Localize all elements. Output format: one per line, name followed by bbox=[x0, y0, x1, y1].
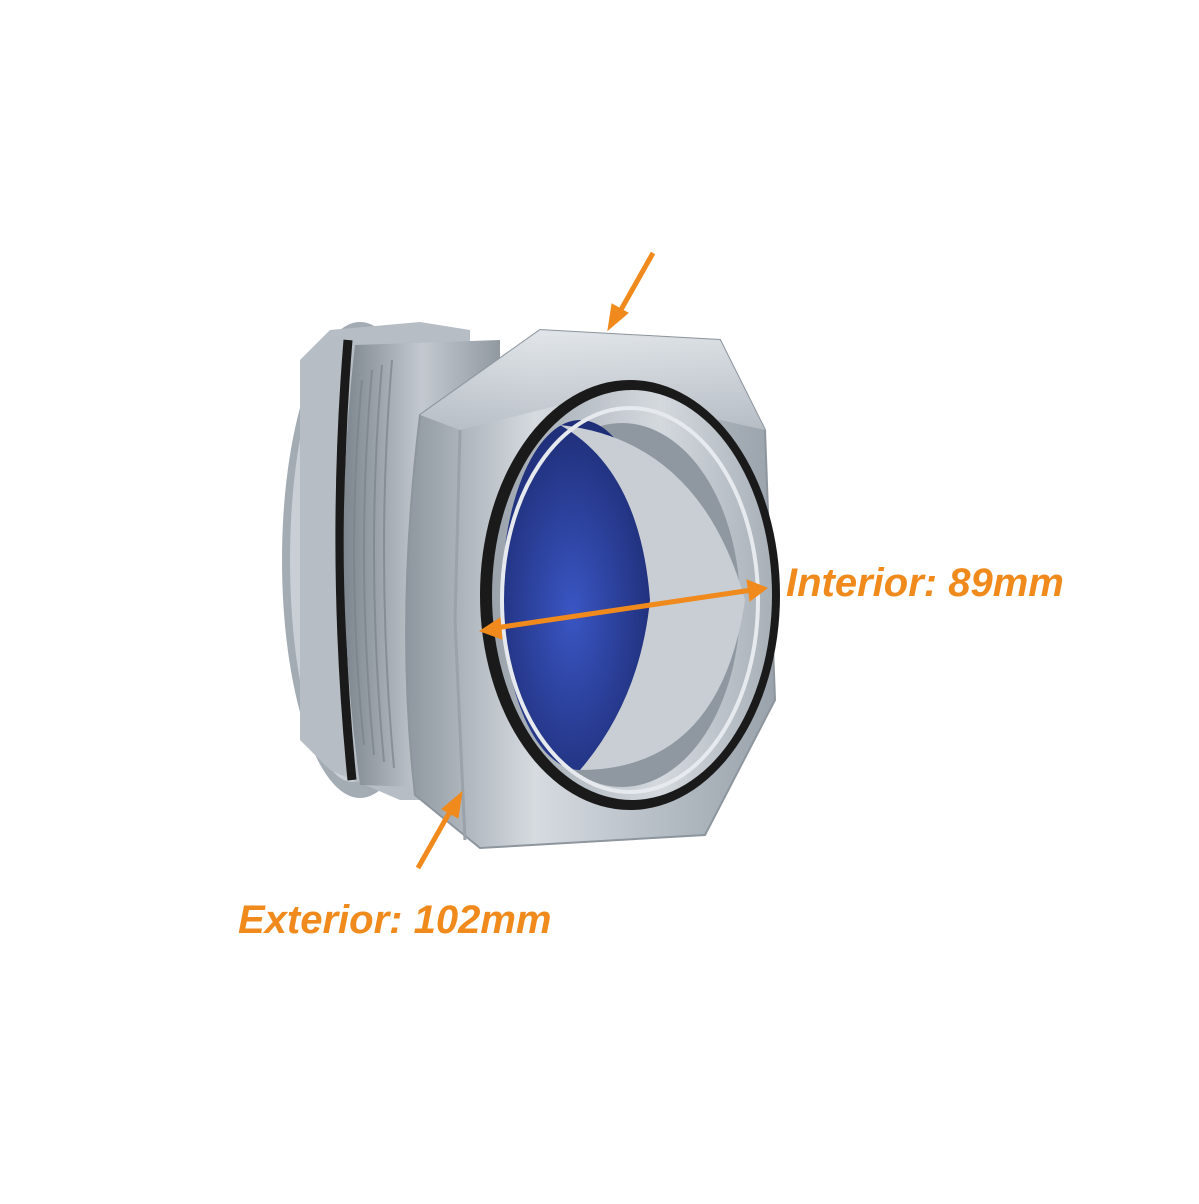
arrow-head-top bbox=[607, 303, 629, 332]
gasket-ring bbox=[335, 339, 357, 781]
arrow-head-interior-left bbox=[478, 617, 503, 640]
exterior-diameter-label: Exterior: 102mm bbox=[238, 898, 552, 942]
connector-opening bbox=[480, 380, 780, 810]
arrow-head-interior-right bbox=[746, 579, 769, 602]
dimension-arrows bbox=[415, 251, 769, 870]
blue-liner bbox=[502, 420, 658, 770]
interior-diameter-label: Interior: 89mm bbox=[786, 561, 1064, 605]
arrow-head-bottom bbox=[441, 790, 463, 819]
